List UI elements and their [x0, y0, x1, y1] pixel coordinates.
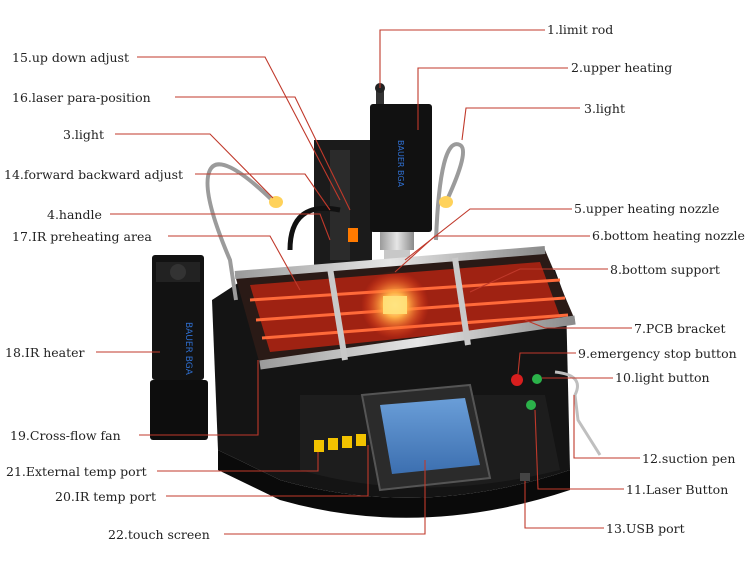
column — [287, 140, 372, 270]
label-forward-backward-adjust: 14.forward backward adjust — [4, 167, 184, 182]
label-external-temp-port: 21.External temp port — [6, 464, 147, 479]
label-ir-heater: 18.IR heater — [5, 345, 85, 360]
emergency-stop-button — [511, 374, 523, 386]
label-limit-rod: 1.limit rod — [547, 22, 614, 37]
label-laser-para-position: 16.laser para-position — [12, 90, 151, 105]
label-pcb-bracket: 7.PCB bracket — [634, 321, 726, 336]
label-upper-heating-nozzle: 5.upper heating nozzle — [574, 201, 720, 216]
label-up-down-adjust: 15.up down adjust — [12, 50, 129, 65]
upper-heater — [370, 83, 432, 262]
label-light-button: 10.light button — [615, 370, 710, 385]
laser-button — [526, 400, 536, 410]
label-light-right: 3.light — [584, 101, 625, 116]
leader-lines — [96, 29, 640, 535]
label-upper-heating: 2.upper heating — [571, 60, 673, 75]
light-button — [532, 374, 542, 384]
pcb-bracket — [234, 246, 576, 370]
suction-pen — [554, 370, 602, 456]
label-cross-flow-fan: 19.Cross-flow fan — [10, 428, 121, 443]
label-touch-screen: 22.touch screen — [108, 527, 210, 542]
usb-port — [520, 473, 530, 481]
label-ir-temp-port: 20.IR temp port — [55, 489, 156, 504]
label-bottom-support: 8.bottom support — [610, 262, 720, 277]
ir-heater — [150, 255, 208, 440]
label-emergency-stop: 9.emergency stop button — [578, 346, 737, 361]
touch-screen — [360, 383, 492, 492]
label-laser-button: 11.Laser Button — [626, 482, 729, 497]
temp-ports — [314, 434, 366, 452]
label-suction-pen: 12.suction pen — [642, 451, 736, 466]
heater-logo: BAUER BGA — [183, 322, 193, 376]
label-handle: 4.handle — [47, 207, 102, 222]
label-usb-port: 13.USB port — [606, 521, 685, 536]
label-light-left: 3.light — [63, 127, 104, 142]
gooseneck-lights — [205, 142, 465, 301]
label-bottom-heating-nozzle: 6.bottom heating nozzle — [592, 228, 745, 243]
head-logo: BAUER BGA — [396, 140, 405, 188]
label-ir-preheating-area: 17.IR preheating area — [12, 229, 152, 244]
